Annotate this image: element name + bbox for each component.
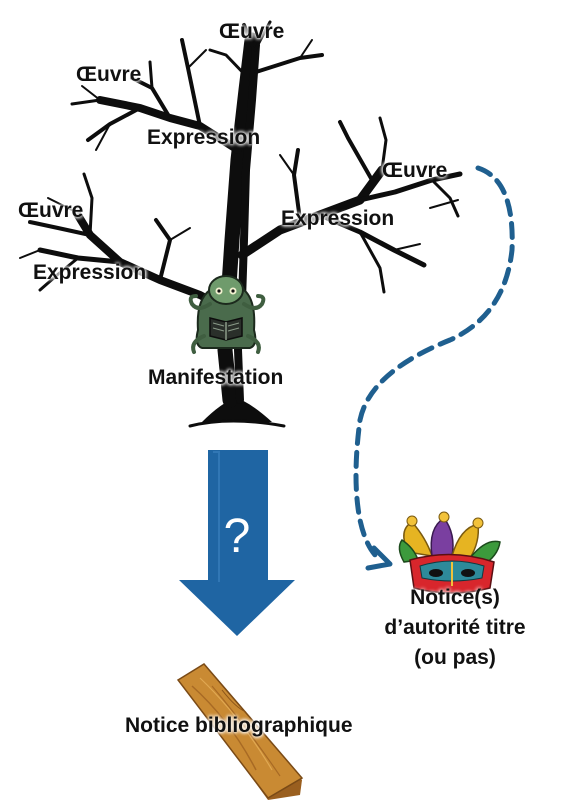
label-notice-bibliographique: Notice bibliographique: [125, 714, 353, 737]
notice-autorite-line-2: d’autorité titre: [384, 616, 526, 639]
label-manifestation: Manifestation: [148, 366, 284, 389]
label-expression-left: Expression: [33, 261, 147, 284]
octopus-reader-icon: [188, 275, 266, 354]
notice-autorite-line-1: Notice(s): [410, 586, 500, 609]
label-expression-right: Expression: [281, 207, 395, 230]
jester-mask-icon: [398, 511, 501, 594]
label-oeuvre-top: Œuvre: [219, 20, 285, 43]
notice-autorite-line-3: (ou pas): [414, 646, 496, 669]
label-oeuvre-left-upper: Œuvre: [76, 63, 142, 86]
wooden-plank-icon: [176, 663, 304, 800]
label-expression-upper: Expression: [147, 126, 261, 149]
dashed-connector: [353, 165, 515, 571]
question-mark: ?: [224, 510, 251, 563]
label-notice-autorite: Notice(s) d’autorité titre (ou pas): [352, 583, 558, 673]
label-oeuvre-left-lower: Œuvre: [18, 199, 84, 222]
label-oeuvre-right: Œuvre: [382, 159, 448, 182]
tree-icon: [19, 20, 463, 428]
down-arrow-icon: [179, 450, 295, 636]
